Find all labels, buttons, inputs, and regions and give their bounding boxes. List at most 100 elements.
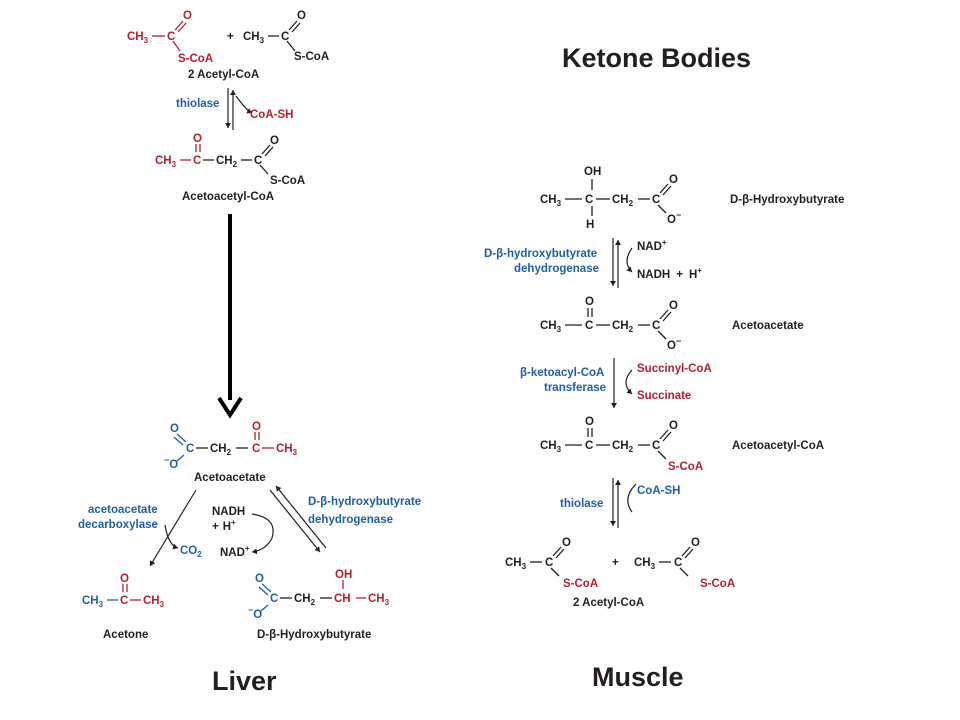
svg-text:C: C xyxy=(167,31,175,43)
svg-text:O−: O− xyxy=(667,336,681,352)
muscle-dehydrogenase-label-1: D-β-hydroxybutyrate xyxy=(484,248,597,260)
svg-text:O: O xyxy=(255,573,264,585)
liver-acetoacetate-label: Acetoacetate xyxy=(194,472,266,484)
svg-text:CH3: CH3 xyxy=(82,595,104,609)
liver-thiolase-label: thiolase xyxy=(176,98,219,110)
liver-decarboxylase-label-2: decarboxylase xyxy=(78,519,158,531)
liver-2-acetyl-coa-label: 2 Acetyl-CoA xyxy=(188,69,259,81)
svg-text:CH2: CH2 xyxy=(612,440,634,454)
svg-text:CH2: CH2 xyxy=(612,320,634,334)
svg-text:CH3: CH3 xyxy=(143,595,165,609)
liver-co2-label: CO2 xyxy=(180,545,202,559)
svg-text:C: C xyxy=(281,31,289,43)
svg-text:CH3: CH3 xyxy=(243,31,265,45)
svg-text:S-CoA: S-CoA xyxy=(668,461,703,473)
svg-text:O: O xyxy=(669,300,678,312)
svg-text:S-CoA: S-CoA xyxy=(563,578,598,590)
muscle-coash-label: CoA-SH xyxy=(637,485,680,497)
svg-text:CH3: CH3 xyxy=(276,443,298,457)
muscle-2-acetyl-coa-label: 2 Acetyl-CoA xyxy=(573,597,644,609)
svg-text:−O: −O xyxy=(164,455,178,471)
liver-decarboxylase-label-1: acetoacetate xyxy=(88,504,158,516)
liver-hydroxybutyrate-label: D-β-Hydroxybutyrate xyxy=(257,629,371,641)
liver-nadh-label: NADH xyxy=(212,506,245,518)
muscle-transferase-label-2: transferase xyxy=(544,382,606,394)
liver-hydroxybutyrate: O C −O CH2 CH OH CH3 xyxy=(248,569,390,621)
plus-sign: + xyxy=(227,31,234,43)
svg-text:OH: OH xyxy=(335,569,352,581)
svg-text:O: O xyxy=(252,421,261,433)
svg-text:S-CoA: S-CoA xyxy=(178,53,213,65)
svg-text:CH3: CH3 xyxy=(540,194,562,208)
liver-acetoacetate: O C −O CH2 C O CH3 xyxy=(164,421,298,471)
svg-text:H: H xyxy=(586,219,594,231)
svg-text:O: O xyxy=(193,133,202,145)
muscle-acetoacetate-label: Acetoacetate xyxy=(732,320,804,332)
svg-text:C: C xyxy=(585,440,593,452)
liver-acetoacetyl-coa-label: Acetoacetyl-CoA xyxy=(182,191,274,203)
svg-text:O: O xyxy=(691,537,700,549)
svg-text:CH2: CH2 xyxy=(210,443,232,457)
muscle-succinyl-curved-arrow xyxy=(625,369,633,395)
svg-text:CH3: CH3 xyxy=(368,593,390,607)
svg-text:O: O xyxy=(669,174,678,186)
liver-nadplus-label: NAD+ xyxy=(220,544,250,559)
svg-text:C: C xyxy=(193,155,201,167)
svg-text:C: C xyxy=(252,443,260,455)
svg-text:S-CoA: S-CoA xyxy=(700,578,735,590)
liver-hplus-label: +H+ xyxy=(212,518,236,533)
svg-text:CH3: CH3 xyxy=(540,440,562,454)
svg-text:C: C xyxy=(674,557,682,569)
svg-text:O: O xyxy=(170,423,179,435)
svg-text:C: C xyxy=(186,443,194,455)
svg-text:O: O xyxy=(270,135,279,147)
muscle-hydroxybutyrate-label: D-β-Hydroxybutyrate xyxy=(730,194,844,206)
svg-text:C: C xyxy=(545,557,553,569)
muscle-nad-curved-arrow xyxy=(626,247,633,273)
svg-text:CH2: CH2 xyxy=(216,155,238,169)
svg-text:C: C xyxy=(652,194,660,206)
muscle-nadplus-label: NAD+ xyxy=(637,238,667,253)
muscle-plus-sign: + xyxy=(612,557,619,569)
svg-text:O−: O− xyxy=(667,210,681,226)
svg-text:−O: −O xyxy=(248,605,262,621)
liver-acetone: CH3 C O CH3 xyxy=(82,573,165,609)
muscle-acetoacetate: CH3 C O CH2 C O O− xyxy=(540,296,681,352)
svg-text:O: O xyxy=(562,537,571,549)
svg-text:CH3: CH3 xyxy=(540,320,562,334)
svg-text:C: C xyxy=(652,440,660,452)
muscle-acetyl-coa-1: CH3 C O S-CoA xyxy=(505,537,598,590)
muscle-transferase-label-1: β-ketoacyl-CoA xyxy=(520,367,604,379)
liver-dehydrogenase-forward-arrow xyxy=(269,489,321,553)
svg-text:O: O xyxy=(585,296,594,308)
svg-text:C: C xyxy=(254,155,262,167)
page-title: Ketone Bodies xyxy=(562,43,751,73)
liver-decarboxylase-arrow xyxy=(149,489,197,567)
muscle-dehydrogenase-label-2: dehydrogenase xyxy=(514,263,599,275)
svg-text:C: C xyxy=(652,320,660,332)
muscle-hydroxybutyrate: OH CH3 C H CH2 C O O− xyxy=(540,166,681,231)
svg-text:C: C xyxy=(585,194,593,206)
muscle-thiolase-label: thiolase xyxy=(560,498,603,510)
svg-text:O: O xyxy=(669,420,678,432)
liver-dehydrogenase-label-1: D-β-hydroxybutyrate xyxy=(308,496,421,508)
svg-text:CH3: CH3 xyxy=(505,557,527,571)
muscle-panel-label: Muscle xyxy=(592,662,684,692)
liver-coash-label: CoA-SH xyxy=(250,109,293,121)
liver-main-arrowhead xyxy=(217,396,243,419)
muscle-nadh-label: NADH+H+ xyxy=(637,266,702,281)
muscle-succinate-label: Succinate xyxy=(637,390,691,402)
muscle-acetyl-coa-2: CH3 C O S-CoA xyxy=(634,537,735,590)
liver-nadh-curved-arrow xyxy=(251,513,274,555)
liver-acetone-label: Acetone xyxy=(103,629,148,641)
atom-ch3: CH3 xyxy=(127,31,149,45)
liver-acetyl-coa-2: CH3 C O S-CoA xyxy=(243,10,329,63)
svg-text:C: C xyxy=(120,595,128,607)
svg-text:O: O xyxy=(297,10,306,22)
svg-text:O: O xyxy=(120,573,129,585)
svg-text:CH3: CH3 xyxy=(155,155,177,169)
liver-dehydrogenase-label-2: dehydrogenase xyxy=(308,514,393,526)
liver-acetyl-coa-1: CH3 C O S-CoA xyxy=(127,10,213,65)
liver-dehydrogenase-reverse-arrow xyxy=(275,485,327,549)
